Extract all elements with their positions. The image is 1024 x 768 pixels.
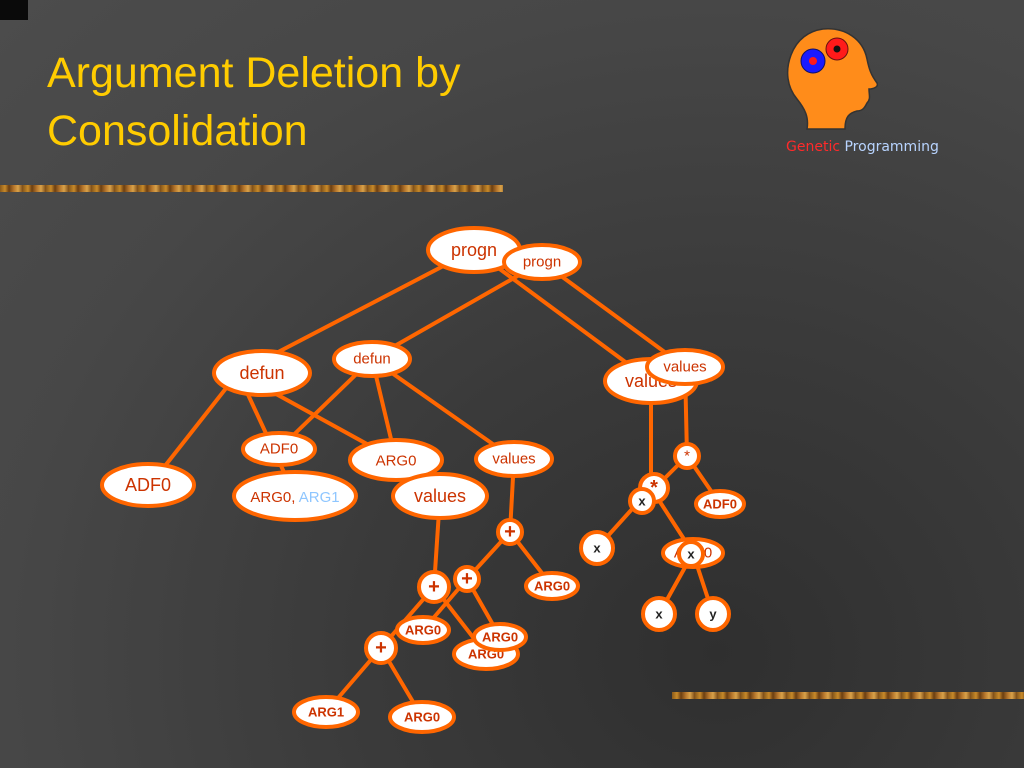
slide-title-line1: Argument Deletion by [47,49,461,97]
node-values-body: values [391,472,489,520]
node-label: values [492,451,535,468]
edge [540,260,687,369]
logo-caption: Genetic Programming [786,139,939,155]
decorative-band-top [0,185,503,192]
node-label: + [375,637,387,659]
logo-word-genetic: Genetic [786,139,841,155]
node-arg0-inner-right: ARG0 [472,622,528,652]
node-label: x [638,494,646,509]
decorative-band-bottom [672,692,1024,699]
node-arg0-inner-left: ARG0 [395,615,451,645]
node-values-mid: values [474,440,554,478]
arg-list-second: ARG1 [299,489,340,506]
node-label: ADF0 [125,475,171,495]
node-label: ARG0 [404,710,440,725]
node-label: + [428,576,440,598]
node-progn-overlay: progn [502,243,582,281]
node-x-small: x [628,487,656,515]
node-label: + [461,568,473,590]
node-arg0-bottom: ARG0 [388,700,456,734]
node-label: defun [353,351,391,368]
slide-title-line2: Consolidation [47,107,308,155]
node-defun-overlay: defun [332,340,412,378]
node-x-overlap: x [677,540,705,568]
node-label: ARG1 [308,705,344,720]
logo-word-programming: Programming [844,139,939,155]
node-label: ADF0 [260,441,298,458]
node-label: ARG0 [534,579,570,594]
node-plus-right: + [496,518,524,546]
node-label: ADF0 [703,497,737,512]
node-label: * [650,477,658,499]
node-adf0-leaf: ADF0 [100,462,196,508]
genetic-programming-logo-icon [786,28,878,130]
node-label: ARG0 [405,623,441,638]
node-x-bottom: x [641,596,677,632]
node-defun: defun [212,349,312,397]
node-label: ARG0 [482,630,518,645]
node-label: x [655,607,663,622]
edge [370,357,516,461]
node-arg0-param: ARG0 [348,438,444,482]
node-arg-list: ARG0, ARG1 [232,470,358,522]
node-label: defun [239,363,284,383]
node-label: + [504,521,516,543]
node-label: x [593,541,601,556]
node-plus-center: + [417,570,451,604]
slide-title: Argument Deletion by Consolidation [47,44,461,160]
node-label: progn [523,254,561,271]
node-label: x [687,547,695,562]
edge [370,260,544,361]
node-label: values [663,359,706,376]
node-label: y [709,607,717,622]
node-arg0-right: ARG0 [524,571,580,601]
node-plus-lower: + [364,631,398,665]
arg-list-first: ARG0, [250,489,298,506]
blue-gear-icon [800,48,826,74]
node-label: * [684,448,690,465]
node-adf0-call: ADF0 [694,489,746,519]
node-arg1: ARG1 [292,695,360,729]
node-label: values [414,486,466,506]
node-adf0-name: ADF0 [241,431,317,467]
node-label: progn [451,240,497,260]
node-label: ARG0, ARG1 [250,489,339,506]
corner-mark [0,0,28,20]
node-plus-inner: + [453,565,481,593]
node-star-upper: * [673,442,701,470]
node-values-top-overlay: values [645,348,725,386]
node-label: ARG0 [376,453,417,470]
node-x-left: x [579,530,615,566]
red-gear-icon [825,37,849,61]
node-y-bottom: y [695,596,731,632]
tree-nodes: progn progn defun defun values values AD… [100,226,746,734]
edge [472,248,653,383]
